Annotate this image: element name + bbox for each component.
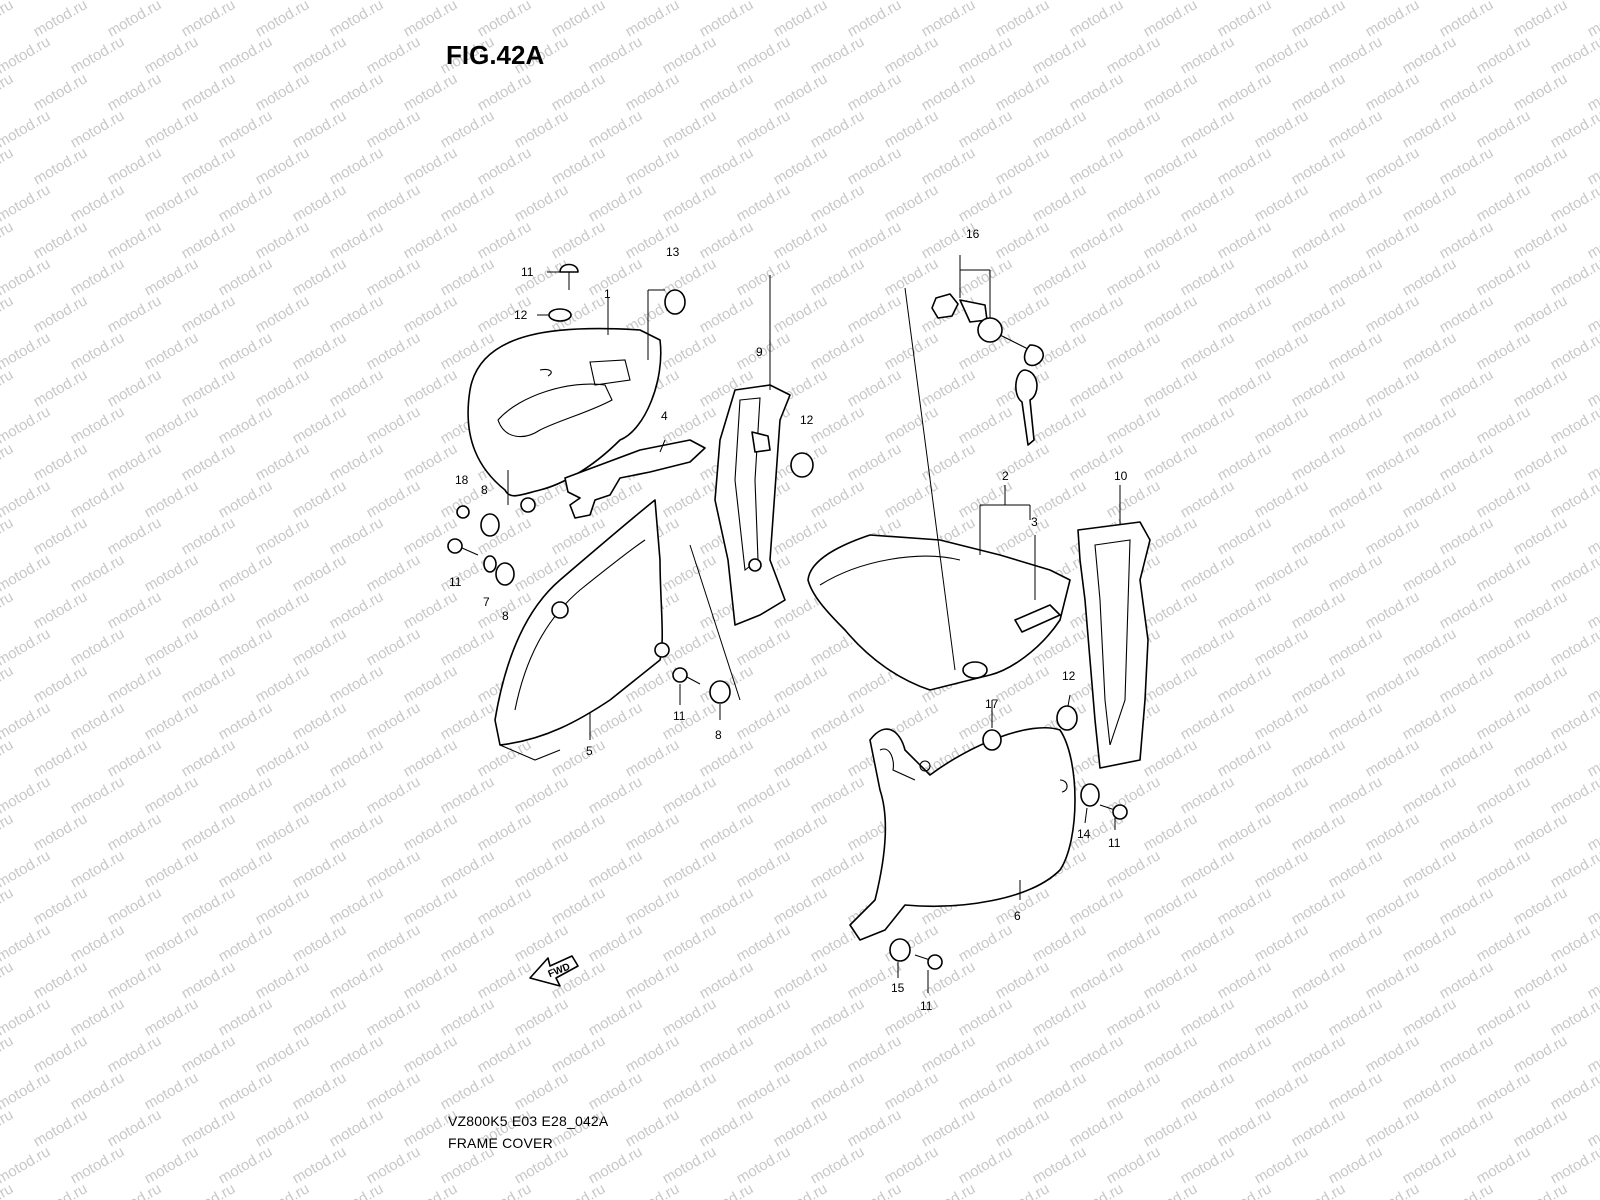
part-9-bracket xyxy=(714,384,791,626)
part-10-bracket xyxy=(1077,521,1151,769)
callout-3: 3 xyxy=(1031,515,1038,529)
hardware-grommet-12c xyxy=(1056,705,1078,731)
callout-11: 11 xyxy=(920,999,933,1013)
callout-6: 6 xyxy=(1014,909,1021,923)
callout-14: 14 xyxy=(1077,827,1091,841)
callout-labels: 11 12 1 13 4 18 8 11 7 8 9 12 5 11 8 16 … xyxy=(449,227,1128,1013)
hardware-grommet-12a xyxy=(548,308,572,322)
hardware-screw-11b xyxy=(447,538,479,556)
callout-8: 8 xyxy=(715,728,722,742)
callout-16: 16 xyxy=(966,227,980,241)
hardware-grommet-13 xyxy=(664,289,686,315)
hardware-cushion-8b xyxy=(495,562,515,586)
callout-12: 12 xyxy=(1062,669,1076,683)
part-1-frame-cover-upper xyxy=(467,327,662,513)
part-6-side-cover xyxy=(849,726,1076,941)
callout-13: 13 xyxy=(666,245,680,259)
callout-7: 7 xyxy=(483,595,490,609)
callout-11: 11 xyxy=(673,709,686,723)
callout-9: 9 xyxy=(756,345,763,359)
callout-11: 11 xyxy=(449,575,462,589)
callout-8: 8 xyxy=(481,483,488,497)
leader-lines xyxy=(507,255,1121,993)
hardware-cushion-14 xyxy=(1080,783,1100,807)
figure-title: FIG.42A xyxy=(446,40,545,70)
callout-17: 17 xyxy=(985,697,999,711)
hardware-screw-11a xyxy=(559,263,579,290)
callout-5: 5 xyxy=(586,744,593,758)
callout-1: 1 xyxy=(604,287,611,301)
hardware-screw-11d xyxy=(1099,804,1128,820)
callout-12: 12 xyxy=(514,308,528,322)
callout-12: 12 xyxy=(800,413,814,427)
part-5-frame-cover-lower xyxy=(494,499,670,761)
callout-18: 18 xyxy=(455,473,469,487)
callout-4: 4 xyxy=(661,409,668,423)
hardware-cushion-17 xyxy=(982,729,1002,751)
hardware-cushion-15 xyxy=(889,938,911,962)
fwd-label: FWD xyxy=(547,961,572,980)
model-code: VZ800K5 E03 E28_042A xyxy=(448,1113,609,1129)
hardware-screw-11c xyxy=(672,667,701,685)
callout-10: 10 xyxy=(1114,469,1128,483)
hardware-nut-18 xyxy=(456,505,470,519)
hardware-grommet-12b xyxy=(790,452,814,478)
callout-11: 11 xyxy=(1108,836,1121,850)
part-2-frame-cover-right xyxy=(807,534,1071,691)
group-name: FRAME COVER xyxy=(448,1135,553,1151)
part-4-gasket xyxy=(564,439,706,519)
hardware-washer-7 xyxy=(483,555,497,573)
hardware-cushion-8c xyxy=(709,680,731,704)
part-16-lock-set xyxy=(931,293,1044,446)
callout-11: 11 xyxy=(521,265,534,279)
callout-8: 8 xyxy=(502,609,509,623)
callout-15: 15 xyxy=(891,981,905,995)
hardware-screw-11e xyxy=(914,954,943,970)
hardware-cushion-8a xyxy=(480,513,500,537)
callout-2: 2 xyxy=(1002,469,1009,483)
fwd-direction-arrow: FWD xyxy=(529,955,579,987)
